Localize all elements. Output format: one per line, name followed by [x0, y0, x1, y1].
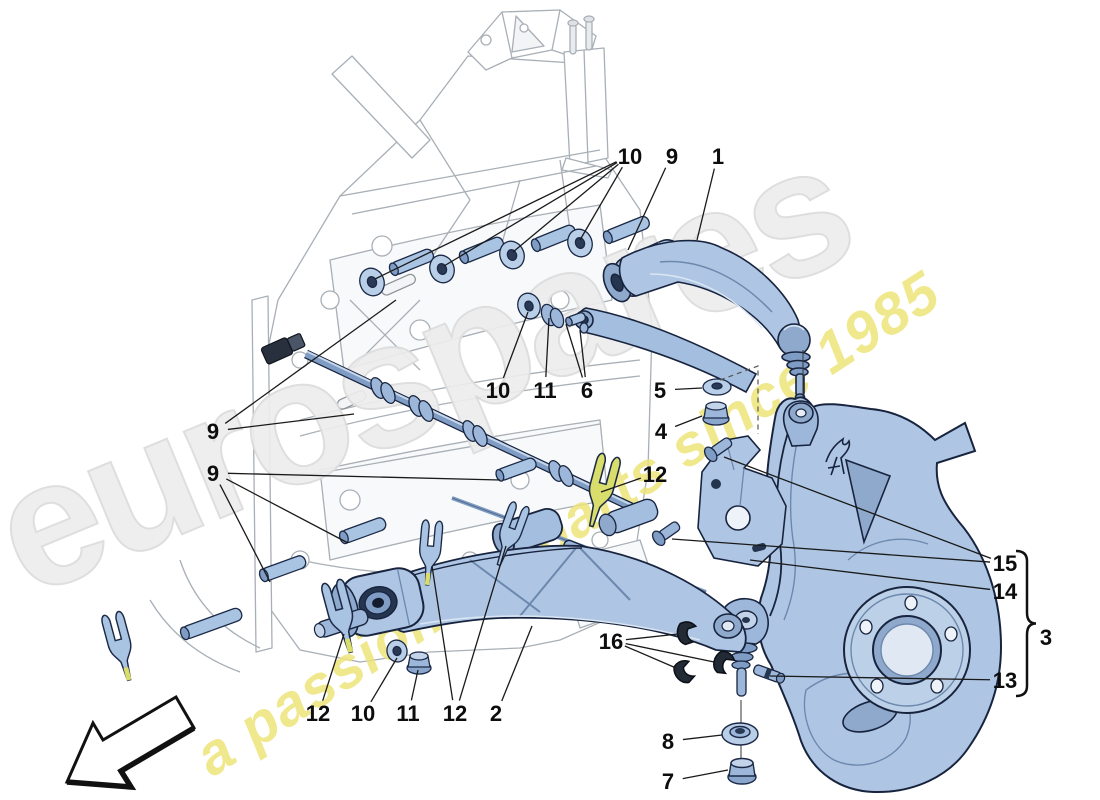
- ball-joint-washer-5[interactable]: [702, 378, 732, 396]
- leader-line: [671, 538, 991, 563]
- callout-label-3[interactable]: 3: [1040, 625, 1052, 650]
- leader-line: [627, 167, 667, 251]
- leader-line: [545, 317, 550, 378]
- upper-wishbone[interactable]: [574, 235, 811, 401]
- leader-line: [431, 565, 454, 701]
- callout-label-11[interactable]: 11: [396, 701, 419, 726]
- callout-label-10[interactable]: 10: [618, 144, 642, 169]
- leader-line: [682, 734, 723, 741]
- callout-label-10[interactable]: 10: [486, 378, 510, 403]
- leader-line: [625, 633, 679, 641]
- leader-line: [674, 387, 703, 391]
- leader-line: [443, 162, 618, 267]
- leader-line: [600, 477, 641, 493]
- upper-arm-fasteners[interactable]: [514, 290, 589, 334]
- callout-label-6[interactable]: 6: [581, 378, 593, 403]
- leader-line: [502, 311, 529, 379]
- leader-line: [674, 415, 703, 428]
- roll-bar-sensor: [260, 333, 306, 365]
- leader-line: [374, 161, 617, 280]
- callout-label-1[interactable]: 1: [712, 144, 724, 169]
- roll-bar-link: [598, 498, 659, 537]
- callout-label-15[interactable]: 15: [993, 551, 1017, 576]
- callout-label-7[interactable]: 7: [662, 769, 674, 794]
- leader-line: [579, 166, 623, 241]
- leader-line: [565, 323, 584, 378]
- mounting-pins[interactable]: [179, 215, 651, 641]
- callout-label-11[interactable]: 11: [533, 378, 556, 403]
- cable-clips-16[interactable]: [671, 621, 736, 686]
- assembly-dashed-line: [719, 365, 759, 434]
- lower-arm-nut-11[interactable]: [406, 651, 432, 675]
- callout-label-13[interactable]: 13: [993, 668, 1017, 693]
- leader-line: [370, 657, 398, 703]
- prancing-horse-emblem: [825, 437, 851, 476]
- leader-line: [410, 669, 419, 701]
- leader-line: [458, 545, 507, 701]
- callout-label-5[interactable]: 5: [654, 378, 666, 403]
- group-brace-3: [1015, 549, 1037, 698]
- leader-line: [501, 625, 533, 702]
- leader-line: [723, 456, 992, 560]
- callout-label-12[interactable]: 12: [306, 701, 330, 726]
- callout-label-4[interactable]: 4: [655, 419, 668, 444]
- leader-line: [322, 633, 345, 701]
- callout-label-10[interactable]: 10: [351, 701, 375, 726]
- ball-joint-washer-8[interactable]: [721, 722, 759, 746]
- subframe-pivot-pins: [336, 273, 416, 410]
- callout-label-9[interactable]: 9: [207, 461, 219, 486]
- leader-line: [682, 769, 729, 780]
- ball-joint-nut-7[interactable]: [727, 757, 757, 785]
- lower-arm-washer-10[interactable]: [384, 638, 409, 664]
- ball-joint-nut-4[interactable]: [702, 401, 730, 426]
- leader-line: [512, 163, 619, 253]
- roll-bar-bushings: [370, 377, 574, 487]
- leader-line: [696, 168, 715, 241]
- leader-line: [769, 675, 991, 681]
- leader-line: [224, 299, 397, 424]
- leader-line: [227, 472, 501, 481]
- callouts: 10 9 1 9 9 10 11 6 5 4 12 15 14 3 13 16 8 7 12 10 11 12 2: [207, 144, 1052, 794]
- anti-roll-bar[interactable]: [260, 331, 661, 538]
- callout-label-9[interactable]: 9: [207, 419, 219, 444]
- callout-label-8[interactable]: 8: [662, 729, 674, 754]
- leader-line: [226, 478, 349, 544]
- leader-line: [625, 642, 715, 663]
- direction-arrow: [64, 694, 197, 791]
- callout-label-16[interactable]: 16: [599, 629, 623, 654]
- leader-line: [749, 559, 991, 591]
- leader-line: [624, 645, 677, 669]
- callout-label-14[interactable]: 14: [993, 579, 1018, 604]
- leader-line: [579, 329, 586, 378]
- leader-line: [219, 484, 271, 583]
- knuckle-top-boss: [782, 400, 819, 447]
- callout-label-12[interactable]: 12: [643, 462, 667, 487]
- hub-flange: [843, 586, 971, 714]
- upper-ball-joint: [777, 323, 811, 401]
- callout-label-9[interactable]: 9: [666, 144, 678, 169]
- leader-line: [227, 413, 355, 431]
- wheel-knuckle[interactable]: [722, 396, 1003, 794]
- callout-label-2[interactable]: 2: [490, 701, 502, 726]
- bracket-bolts-15[interactable]: [650, 434, 735, 548]
- callout-label-12[interactable]: 12: [443, 701, 467, 726]
